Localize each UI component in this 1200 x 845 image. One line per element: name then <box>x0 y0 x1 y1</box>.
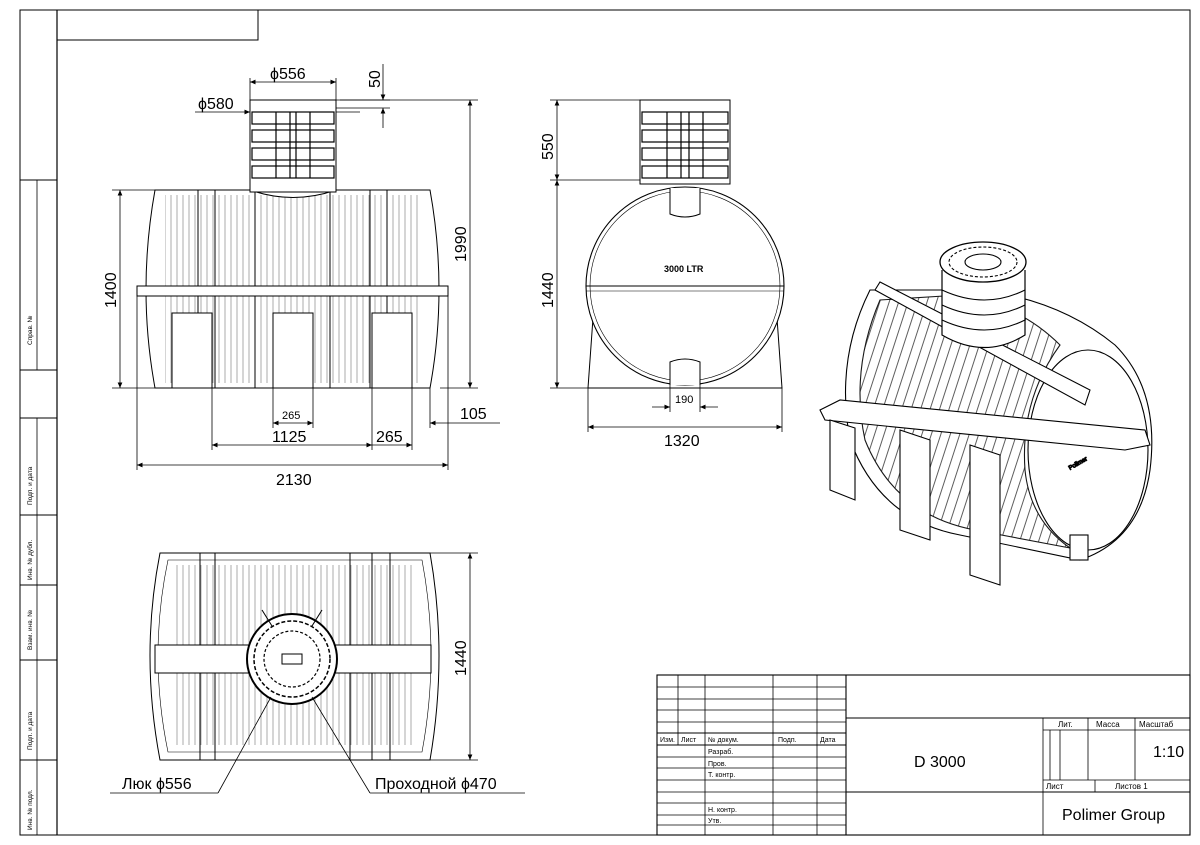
front-band <box>136 285 449 297</box>
dim-foot-spacing: 1125 <box>272 429 307 446</box>
callout-passage: Проходной ϕ470 <box>375 776 497 793</box>
tb-role-prov: Пров. <box>708 761 727 768</box>
stamp-podp-data-2: Подп. и дата <box>27 711 34 750</box>
tb-role-tkontr: Т. контр. <box>708 772 735 779</box>
dim-top-gap: 50 <box>367 70 384 88</box>
tb-role-razrab: Разраб. <box>708 748 733 756</box>
tb-sheet-label: Лист <box>1046 782 1064 791</box>
stamp-inv-dubl: Инв. № дубл. <box>26 540 34 580</box>
dim-side-neck: 550 <box>540 133 557 160</box>
dim-neck-inner: ϕ556 <box>270 66 306 83</box>
tb-mass-label: Масса <box>1096 720 1120 729</box>
tb-header-izm: Изм. <box>660 737 675 744</box>
side-volume-label: 3000 LTR <box>664 264 704 274</box>
tb-role-utv: Утв. <box>708 818 721 825</box>
iso-lid <box>939 241 1027 283</box>
stamp-sprav: Справ. № <box>27 315 34 345</box>
stamp-podp-data-1: Подп. и дата <box>27 466 34 505</box>
dim-end-offset: 105 <box>460 406 487 423</box>
tb-sheets-label: Листов 1 <box>1115 782 1148 791</box>
dim-height-total: 1990 <box>453 226 470 262</box>
dim-height-body: 1400 <box>103 272 120 308</box>
front-view <box>112 64 500 470</box>
stamp-inv-podl: Инв. № подл. <box>27 789 34 830</box>
dim-foot-width: 265 <box>282 410 300 422</box>
tb-scale-label: Масштаб <box>1139 720 1174 729</box>
tb-role-nkontr: Н. контр. <box>708 807 737 814</box>
tb-company: Polimer Group <box>1062 807 1165 824</box>
dim-side-width: 1320 <box>664 433 700 450</box>
iso-foot-right <box>969 444 1001 586</box>
tb-header-list: Лист <box>681 737 697 744</box>
tb-header-sign: Подп. <box>778 737 797 744</box>
plan-manhole <box>246 613 338 705</box>
front-dimension-labels: ϕ556 ϕ580 50 1990 1400 265 1125 265 105 … <box>103 66 487 489</box>
isometric-view: Polimer <box>819 241 1153 586</box>
title-block-text: Изм. Лист № докум. Подп. Дата Разраб. Пр… <box>660 720 1184 825</box>
side-dimension-labels: 550 1440 3000 LTR 190 1320 <box>540 133 704 450</box>
title-block <box>656 674 1191 836</box>
iso-foot-mid <box>899 429 931 541</box>
dim-plan-width: 1440 <box>453 640 470 676</box>
margin-stamps: Справ. № Подп. и дата Инв. № дубл. Взам.… <box>26 315 34 830</box>
tb-scale-value: 1:10 <box>1153 744 1184 761</box>
side-view <box>550 99 785 432</box>
sheet-frame <box>19 9 1191 836</box>
tb-header-date: Дата <box>820 737 836 744</box>
iso-foot-left <box>829 419 856 501</box>
tb-designation: D 3000 <box>914 754 966 771</box>
dim-side-diameter: 1440 <box>540 272 557 308</box>
dim-foot-edge: 265 <box>376 429 403 446</box>
dim-length-total: 2130 <box>276 472 312 489</box>
plan-view <box>110 552 525 794</box>
dim-side-foot: 190 <box>675 394 693 406</box>
callout-hatch: Люк ϕ556 <box>122 776 192 793</box>
tb-lit-label: Лит. <box>1058 720 1073 729</box>
plan-labels: 1440 Люк ϕ556 Проходной ϕ470 <box>122 640 497 793</box>
tb-header-doc: № докум. <box>708 737 739 744</box>
stamp-vzam-inv: Взам. инв. № <box>27 610 34 650</box>
dim-neck-outer: ϕ580 <box>198 96 234 113</box>
